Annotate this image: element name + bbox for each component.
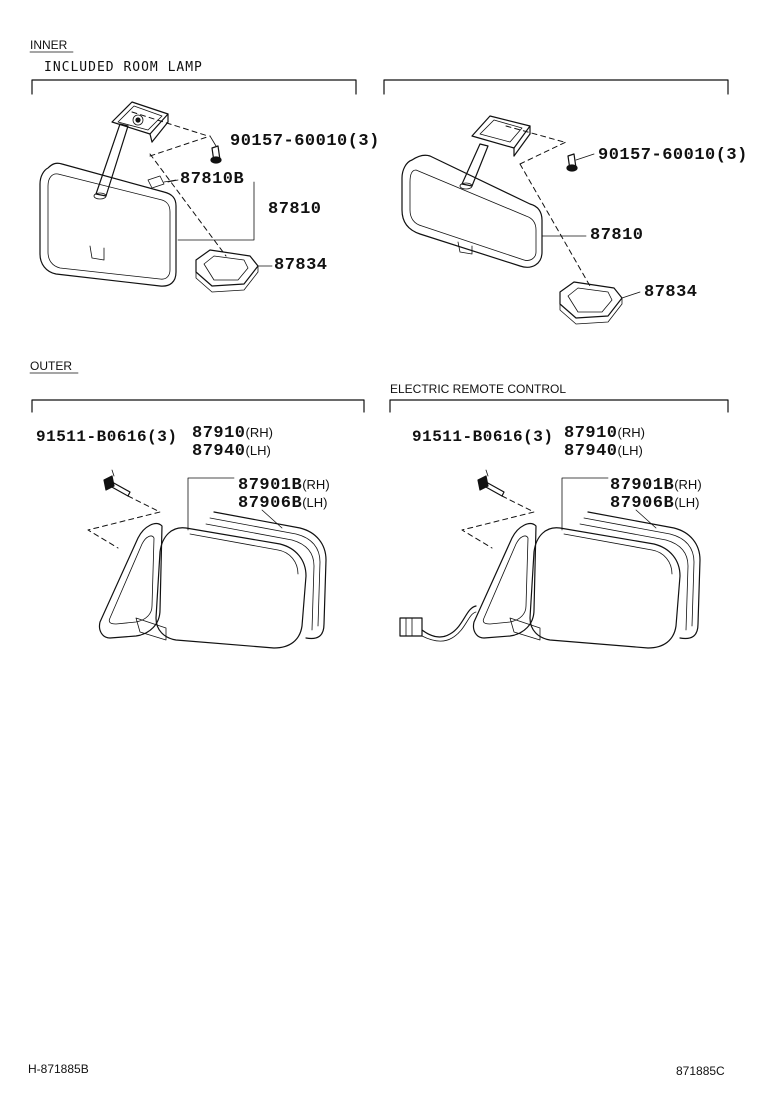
inner-mirror-with-lamp-drawing [39,101,273,293]
inner-left-screw-part-number: 90157-60010(3) [230,132,380,151]
outer-right-glass-rh-part-number: 87901B(RH) [610,476,702,495]
inner-left-mirror-part-number: 87810 [268,200,322,219]
outer-left-glass-rh-part-number: 87901B(RH) [238,476,330,495]
outer-right-assy-rh-part-number: 87910(RH) [564,424,645,443]
outer-right-glass-lh-part-number: 87906B(LH) [610,494,700,513]
outer-right-assy-lh-part-number: 87940(LH) [564,442,643,461]
outer-right-bolt-part-number: 91511-B0616(3) [412,428,554,446]
inner-section-title: INNER [30,38,68,52]
electric-outer-mirror-drawing [399,469,701,649]
inner-section-subtitle: INCLUDED ROOM LAMP [44,60,203,75]
inner-right-bracket [383,79,729,95]
inner-left-bracket [31,79,357,95]
inner-left-bulb-part-number: 87810B [180,170,245,189]
inner-right-cover-part-number: 87834 [644,283,698,302]
footer-right-code: 871885C [676,1064,725,1078]
footer-left-code: H-871885B [28,1062,89,1076]
outer-left-assy-rh-part-number: 87910(RH) [192,424,273,443]
electric-remote-control-title: ELECTRIC REMOTE CONTROL [390,382,567,396]
inner-left-cover-part-number: 87834 [274,256,328,275]
inner-mirror-drawing [401,115,641,325]
outer-left-assy-lh-part-number: 87940(LH) [192,442,271,461]
outer-right-bracket [389,399,729,413]
outer-left-bolt-part-number: 91511-B0616(3) [36,428,178,446]
outer-left-bracket [31,399,365,413]
inner-right-screw-part-number: 90157-60010(3) [598,146,748,165]
inner-right-mirror-part-number: 87810 [590,226,644,245]
outer-left-glass-lh-part-number: 87906B(LH) [238,494,328,513]
outer-mirror-drawing [87,469,327,649]
outer-section-title: OUTER [30,359,72,373]
